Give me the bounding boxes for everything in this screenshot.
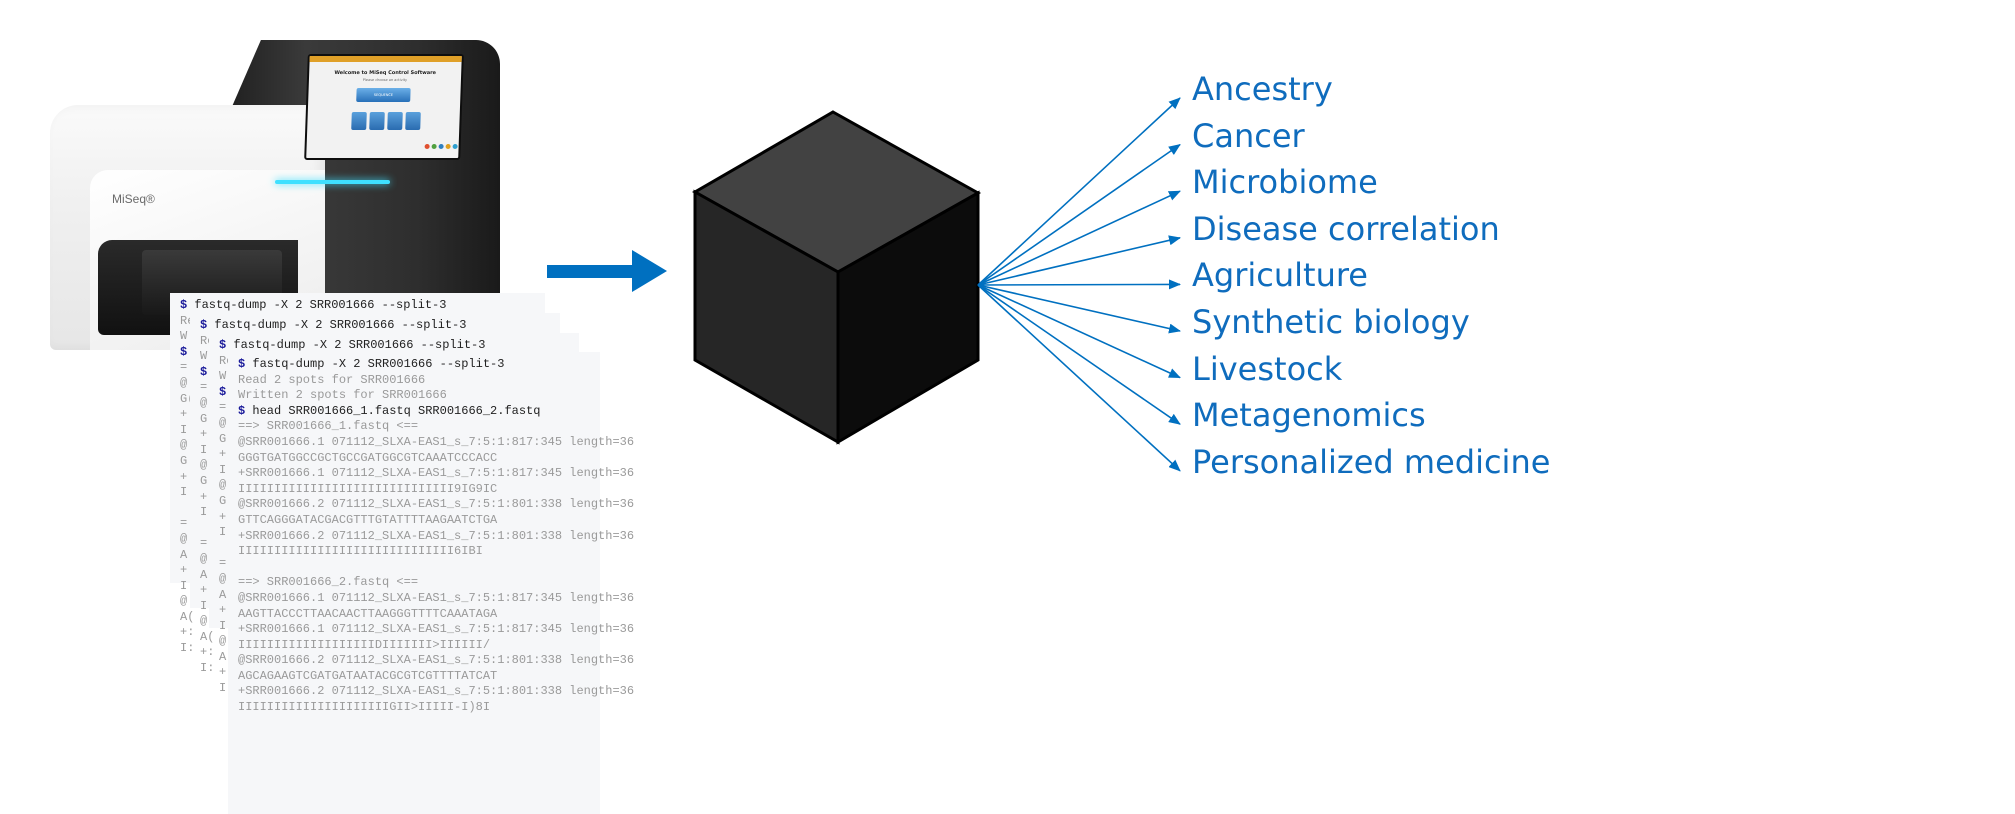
fastq-line: GTTCAGGGATACGACGTTTGTATTTTAAGAATCTGA — [238, 512, 498, 527]
fastq-line: @SRR001666.1 071112_SLXA-EAS1_s_7:5:1:81… — [238, 590, 635, 605]
terminal-window-front: $ fastq-dump -X 2 SRR001666 --split-3 Re… — [228, 352, 634, 814]
fan-arrow — [977, 284, 1181, 334]
flow-arrow-icon — [547, 250, 667, 292]
application-label: Cancer — [1192, 116, 1305, 155]
terminal-head-command: head SRR001666_1.fastq SRR001666_2.fastq — [252, 403, 541, 418]
terminal-output-line: Read 2 spots for SRR001666 — [238, 372, 426, 387]
fastq-line: +SRR001666.1 071112_SLXA-EAS1_s_7:5:1:81… — [238, 622, 635, 637]
fan-arrow — [977, 284, 1181, 425]
fastq-line: IIIIIIIIIIIIIIIIIIIIIGII>IIIII-I)8I — [238, 700, 491, 715]
application-label: Personalized medicine — [1192, 442, 1551, 481]
fan-arrow — [977, 284, 1181, 472]
fastq-line: IIIIIIIIIIIIIIIIIIIDIIIIIII>IIIIII/ — [238, 637, 491, 652]
fan-out-arrows — [977, 97, 1181, 472]
fastq-file-header: ==> SRR001666_2.fastq <== — [238, 575, 419, 590]
fastq-line: AGCAGAAGTCGATGATAATACGCGTCGTTTTATCAT — [238, 668, 498, 683]
terminal-command: fastq-dump -X 2 SRR001666 --split-3 — [214, 318, 467, 332]
application-label: Disease correlation — [1192, 209, 1500, 248]
fastq-file-header: ==> SRR001666_1.fastq <== — [238, 419, 419, 434]
fan-arrow — [977, 143, 1181, 286]
application-label: Microbiome — [1192, 163, 1378, 202]
fan-arrow — [977, 284, 1181, 379]
fan-arrow — [977, 279, 1181, 290]
sequencer-brand-label: MiSeq® — [112, 192, 155, 206]
terminal-command: fastq-dump -X 2 SRR001666 --split-3 — [233, 338, 486, 352]
fastq-line: +SRR001666.1 071112_SLXA-EAS1_s_7:5:1:81… — [238, 466, 635, 481]
flow-arrow-shape — [547, 250, 667, 292]
application-label: Livestock — [1192, 349, 1343, 388]
application-label: Synthetic biology — [1192, 303, 1470, 341]
fastq-line: IIIIIIIIIIIIIIIIIIIIIIIIIIIIII6IBI — [238, 544, 483, 559]
terminal-output-line: Written 2 spots for SRR001666 — [238, 388, 447, 403]
fan-arrow — [977, 235, 1181, 286]
fastq-line: IIIIIIIIIIIIIIIIIIIIIIIIIIIIII9IG9IC — [238, 481, 498, 496]
fastq-line: GGGTGATGGCCGCTGCCGATGGCGTCAAATCCCACC — [238, 450, 498, 465]
fastq-line: +SRR001666.2 071112_SLXA-EAS1_s_7:5:1:80… — [238, 684, 635, 699]
sequencer-status-light — [275, 180, 390, 184]
fastq-line: +SRR001666.2 071112_SLXA-EAS1_s_7:5:1:80… — [238, 528, 635, 543]
terminal-command: fastq-dump -X 2 SRR001666 --split-3 — [194, 298, 447, 312]
cube-right-face — [836, 190, 980, 445]
fan-arrow — [977, 97, 1181, 286]
fastq-line: AAGTTACCCTTAACAACTTAAGGGTTTTCAAATAGA — [238, 606, 498, 621]
application-label: Agriculture — [1192, 256, 1368, 295]
application-label: Metagenomics — [1192, 396, 1426, 435]
fastq-line: @SRR001666.2 071112_SLXA-EAS1_s_7:5:1:80… — [238, 653, 635, 668]
terminal-command: fastq-dump -X 2 SRR001666 --split-3 — [252, 357, 505, 371]
fastq-line: @SRR001666.2 071112_SLXA-EAS1_s_7:5:1:80… — [238, 497, 635, 512]
fan-arrow — [977, 190, 1181, 286]
application-label: Ancestry — [1192, 70, 1333, 108]
fastq-line: @SRR001666.1 071112_SLXA-EAS1_s_7:5:1:81… — [238, 434, 635, 449]
